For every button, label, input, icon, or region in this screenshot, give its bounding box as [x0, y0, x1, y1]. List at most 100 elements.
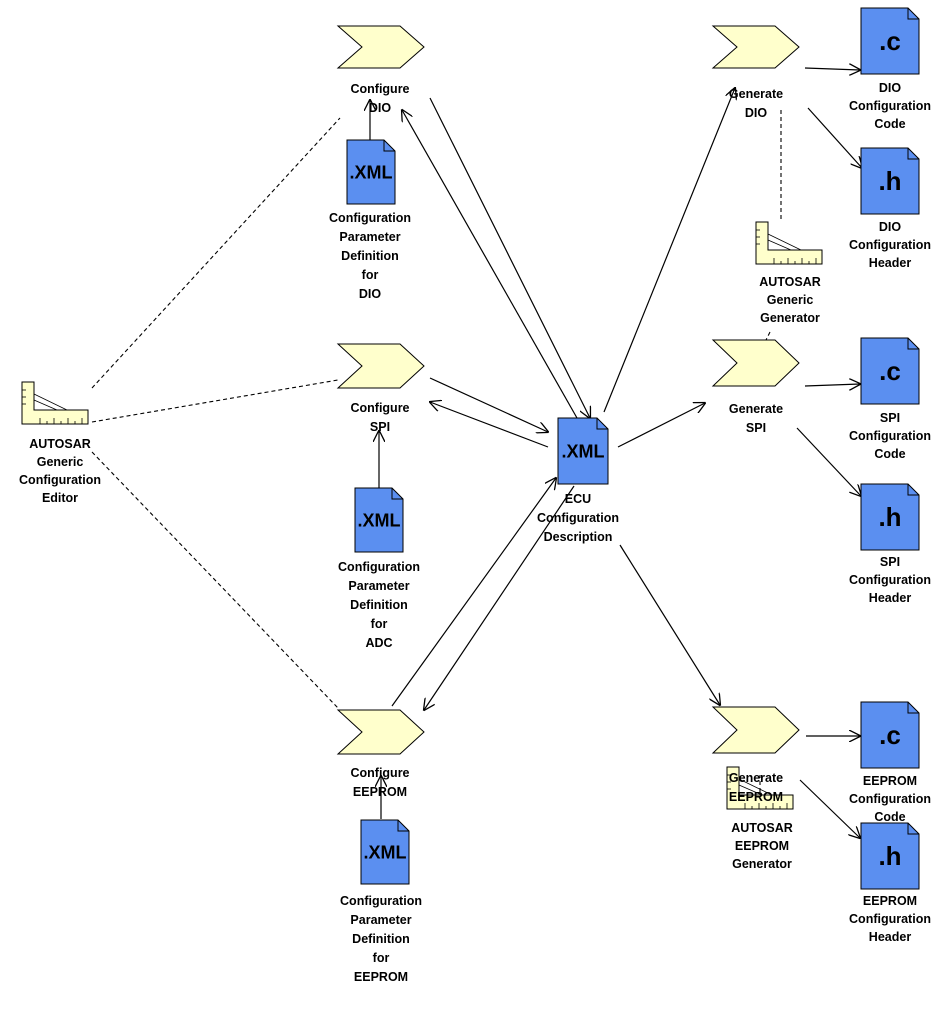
- generic-editor-label-line: Editor: [42, 491, 78, 505]
- dashed-editor-to-configure-spi: [91, 379, 339, 423]
- spi-header-label-line: SPI: [880, 555, 900, 569]
- file-type-label: .c: [879, 26, 901, 56]
- spi-code-label-line: SPI: [880, 411, 900, 425]
- file-type-label: .XML: [358, 510, 401, 530]
- configure-eeprom-label-line: Configure: [350, 766, 409, 780]
- generic-editor-tool: [21, 381, 89, 425]
- configure-eeprom-label-line: EEPROM: [353, 785, 407, 799]
- eeprom-generator-label-line: AUTOSAR: [731, 821, 793, 835]
- configure-dio-label-line: DIO: [369, 101, 392, 115]
- param-dio-label-line: Definition: [341, 249, 399, 263]
- nodes: .XML .XML .XML .XML .c .h .c .h .c .h: [21, 7, 920, 890]
- dashed-editor-to-configure-dio: [91, 117, 341, 389]
- ecu-xml-file: .XML: [557, 417, 609, 485]
- generate-eeprom-label-line: EEPROM: [729, 790, 783, 804]
- dio-header-label-line: Header: [869, 256, 912, 270]
- param-eeprom-xml-file: .XML: [360, 819, 410, 885]
- eeprom-generator-label: AUTOSAR EEPROM Generator: [731, 821, 793, 871]
- param-dio-label-line: Configuration: [329, 211, 411, 225]
- file-type-label: .XML: [350, 162, 393, 182]
- generate-spi-label-line: SPI: [746, 421, 766, 435]
- param-dio-label-line: DIO: [359, 287, 382, 301]
- param-dio-xml-file: .XML: [346, 139, 396, 205]
- param-adc-label-line: Configuration: [338, 560, 420, 574]
- dio-header-label-line: Configuration: [849, 238, 931, 252]
- connectors: [91, 68, 862, 838]
- eeprom-code-label-line: EEPROM: [863, 774, 917, 788]
- file-type-label: .h: [878, 841, 901, 871]
- configure-eeprom-chevron: [336, 709, 425, 755]
- generate-dio-label-line: DIO: [745, 106, 768, 120]
- param-adc-label-line: ADC: [365, 636, 392, 650]
- eeprom-generator-tool: [726, 766, 794, 810]
- generic-editor-label-line: Generic: [37, 455, 84, 469]
- arrow-ecu-to-configure-eeprom: [424, 485, 575, 710]
- file-type-label: .c: [879, 356, 901, 386]
- param-dio-label-line: for: [362, 268, 379, 282]
- generate-spi-chevron: [711, 339, 800, 387]
- eeprom-generator-label-line: Generator: [732, 857, 792, 871]
- file-type-label: .XML: [562, 441, 605, 461]
- arrow-generate-spi-to-spi-code: [804, 384, 860, 386]
- ecu-description-label-line: Description: [544, 530, 613, 544]
- spi-code-label-line: Configuration: [849, 429, 931, 443]
- file-type-label: .c: [879, 720, 901, 750]
- param-eeprom-label-line: Definition: [352, 932, 410, 946]
- file-type-label: .h: [878, 166, 901, 196]
- generic-generator-label-line: Generic: [767, 293, 814, 307]
- configure-dio-label-line: Configure: [350, 82, 409, 96]
- arrow-ecu-to-generate-eeprom: [619, 544, 720, 705]
- ecu-description-label-line: ECU: [565, 492, 591, 506]
- param-adc-label-line: for: [371, 617, 388, 631]
- param-eeprom-label-line: Configuration: [340, 894, 422, 908]
- param-adc-label-line: Parameter: [348, 579, 409, 593]
- eeprom-code-file: .c: [860, 701, 920, 769]
- eeprom-code-label-line: Configuration: [849, 792, 931, 806]
- arrow-ecu-to-configure-dio: [402, 110, 578, 419]
- spi-code-file: .c: [860, 337, 920, 405]
- arrow-configure-eeprom-to-ecu: [391, 478, 556, 707]
- spi-header-label-line: Configuration: [849, 573, 931, 587]
- dio-code-file: .c: [860, 7, 920, 75]
- configure-spi-label-line: Configure: [350, 401, 409, 415]
- generate-dio-chevron: [711, 25, 800, 69]
- generic-editor-label-line: Configuration: [19, 473, 101, 487]
- arrow-generate-dio-to-dio-code: [804, 68, 860, 70]
- arrow-generate-spi-to-spi-header: [796, 427, 861, 496]
- param-dio-label-line: Parameter: [339, 230, 400, 244]
- configure-spi-label-line: SPI: [370, 420, 390, 434]
- param-eeprom-label-line: EEPROM: [354, 970, 408, 984]
- param-eeprom-label-line: Parameter: [350, 913, 411, 927]
- param-eeprom-label-line: for: [373, 951, 390, 965]
- eeprom-header-label-line: EEPROM: [863, 894, 917, 908]
- spi-header-file: .h: [860, 483, 920, 551]
- eeprom-generator-label-line: EEPROM: [735, 839, 789, 853]
- configure-dio-chevron: [336, 25, 425, 69]
- eeprom-header-file: .h: [860, 822, 920, 890]
- generate-dio-label-line: Generate: [729, 87, 783, 101]
- spi-header-label-line: Header: [869, 591, 912, 605]
- ecu-description-label-line: Configuration: [537, 511, 619, 525]
- dashed-generic-generator-to-generate-spi: [765, 331, 771, 341]
- spi-code-label-line: Code: [874, 447, 905, 461]
- arrow-generate-eeprom-to-eeprom-header: [799, 779, 860, 838]
- dio-header-label-line: DIO: [879, 220, 902, 234]
- arrow-generate-dio-to-dio-header: [807, 107, 862, 168]
